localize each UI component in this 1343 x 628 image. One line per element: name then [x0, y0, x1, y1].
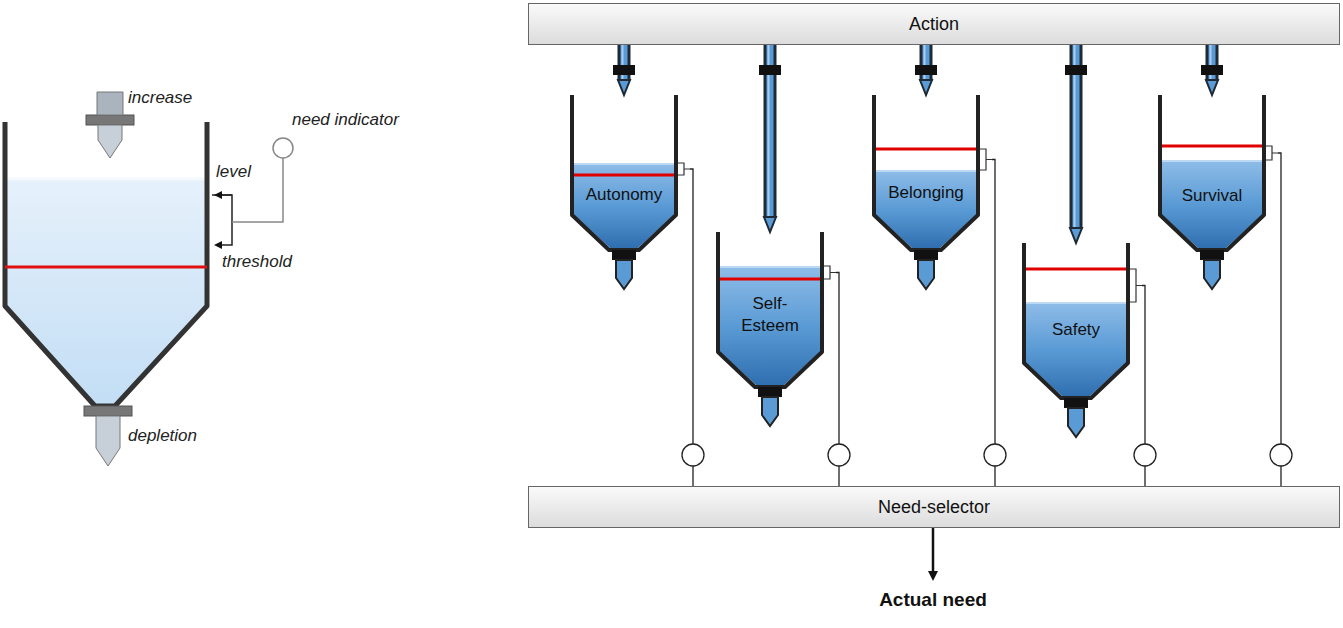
connector	[682, 169, 704, 486]
connector	[1201, 45, 1223, 95]
bar-label: Need-selector	[878, 497, 990, 518]
need-tank: Survival	[1158, 95, 1278, 291]
output-arrow	[932, 528, 935, 576]
connector	[1065, 45, 1087, 243]
connector	[1134, 286, 1156, 487]
connector	[1270, 153, 1292, 486]
need-tank: Self- Esteem	[716, 232, 836, 428]
need-tank: Safety	[1022, 243, 1142, 439]
bar-box: Need-selector	[528, 486, 1340, 528]
text-label: need indicator	[292, 110, 399, 130]
connector	[984, 160, 1006, 487]
text-label: threshold	[222, 252, 292, 272]
need-name: Safety	[1032, 319, 1120, 341]
text-label: Actual need	[879, 589, 987, 611]
text-label: depletion	[128, 426, 197, 446]
need-name: Self- Esteem	[726, 293, 814, 337]
tank-outline	[1022, 243, 1142, 439]
need-tank: Autonomy	[570, 95, 690, 291]
example-tank	[5, 92, 293, 466]
need-tank: Belonging	[872, 95, 992, 291]
bar-label: Action	[909, 14, 959, 35]
connector	[915, 45, 937, 95]
text-label: level	[216, 162, 251, 182]
need-name: Autonomy	[580, 184, 668, 206]
connector	[613, 45, 635, 95]
text-label: increase	[128, 88, 192, 108]
need-name: Survival	[1168, 185, 1256, 207]
bar-box: Action	[528, 3, 1340, 45]
connector	[759, 45, 781, 232]
connector	[828, 273, 850, 487]
need-name: Belonging	[882, 182, 970, 204]
